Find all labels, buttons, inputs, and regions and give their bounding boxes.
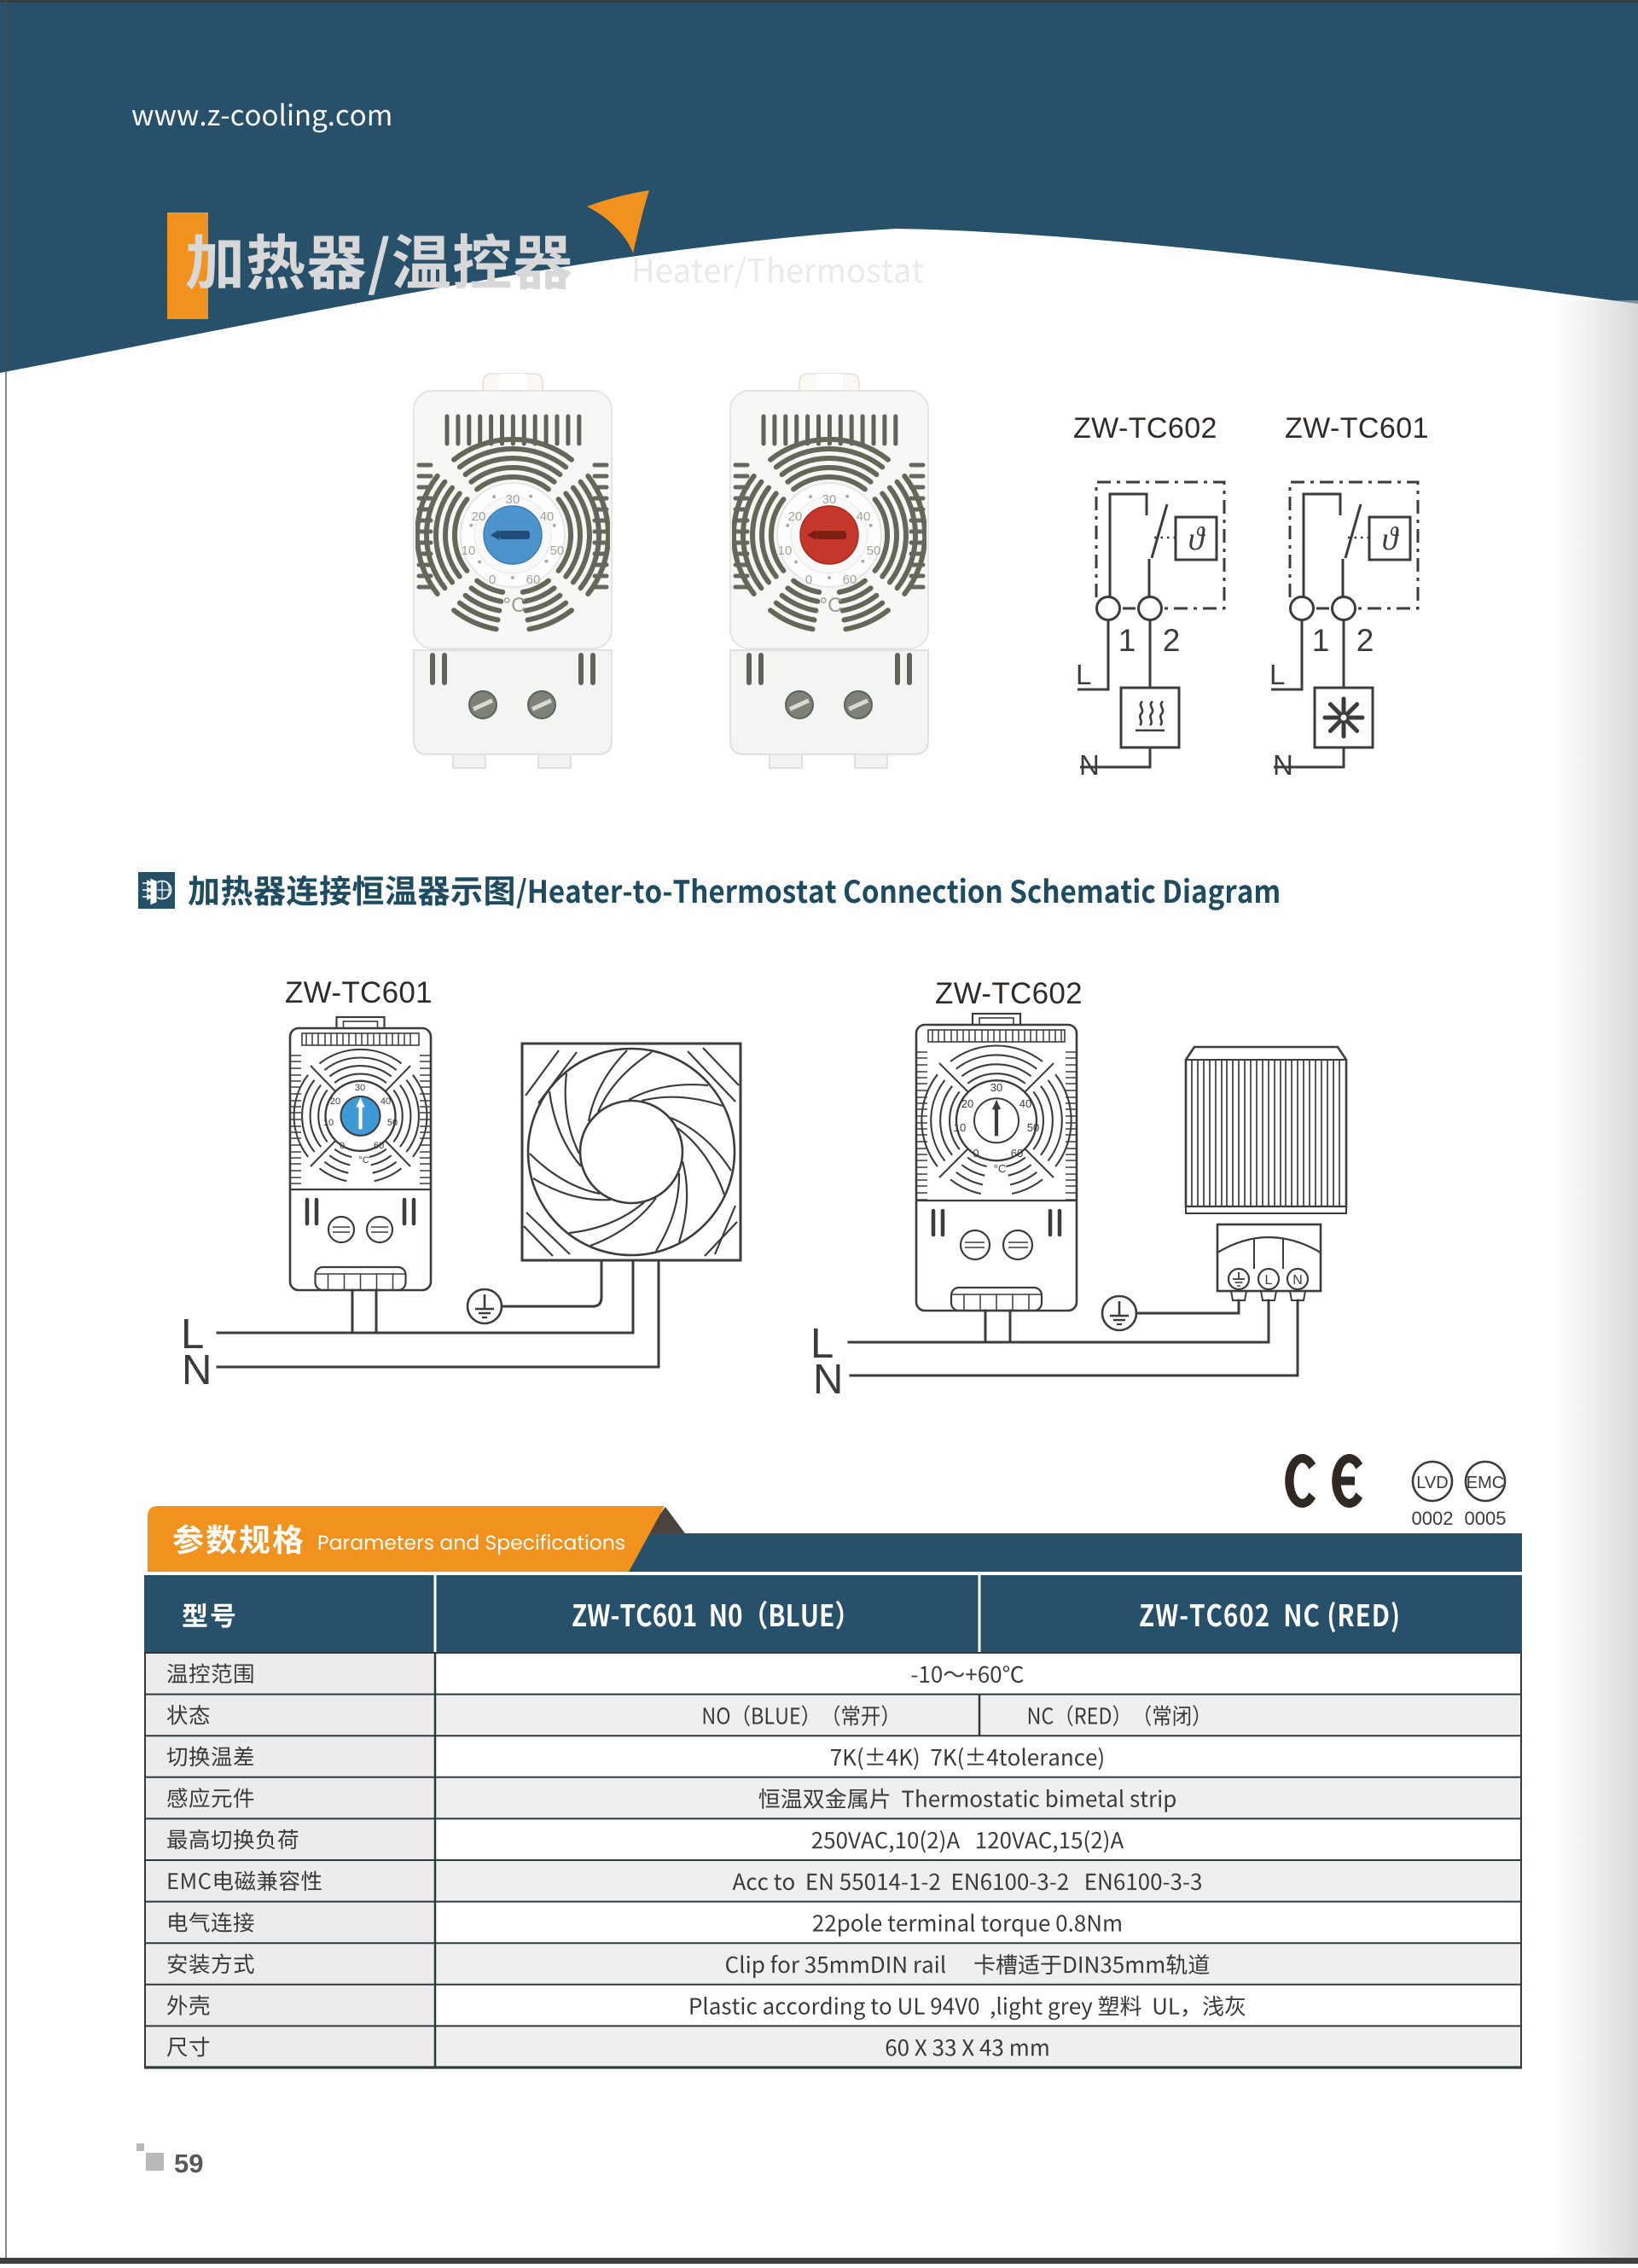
svg-text:59: 59	[174, 2149, 203, 2178]
svg-text:10: 10	[954, 1121, 966, 1134]
svg-text:°C: °C	[820, 594, 843, 617]
svg-text:0002: 0002	[1412, 1508, 1454, 1529]
svg-text:ZW-TC602: ZW-TC602	[935, 977, 1083, 1010]
svg-text:0005: 0005	[1465, 1508, 1507, 1529]
svg-text:2: 2	[1356, 623, 1374, 658]
svg-text:10: 10	[462, 544, 476, 558]
svg-text:N: N	[813, 1357, 843, 1403]
svg-text:ZW-TC601: ZW-TC601	[285, 976, 433, 1009]
svg-text:60: 60	[1011, 1147, 1023, 1160]
svg-text:LVD: LVD	[1416, 1474, 1448, 1492]
svg-text:0: 0	[973, 1147, 979, 1160]
svg-text:50: 50	[867, 544, 881, 558]
svg-text:ZW-TC602: ZW-TC602	[1073, 412, 1217, 445]
svg-text:°C: °C	[358, 1155, 369, 1166]
svg-text:N: N	[1079, 749, 1100, 781]
svg-text:L: L	[1269, 659, 1285, 690]
svg-text:°C: °C	[994, 1162, 1007, 1175]
svg-text:30: 30	[822, 492, 837, 507]
svg-text:60: 60	[374, 1141, 384, 1151]
svg-text:50: 50	[550, 544, 565, 558]
svg-text:20: 20	[330, 1096, 340, 1107]
svg-text:10: 10	[323, 1118, 334, 1128]
svg-text:ϑ: ϑ	[1382, 521, 1400, 557]
svg-text:2: 2	[1163, 623, 1181, 658]
svg-text:N: N	[1273, 749, 1293, 781]
svg-text:N: N	[182, 1347, 212, 1393]
svg-text:L: L	[810, 1321, 834, 1367]
svg-text:ϑ: ϑ	[1188, 521, 1206, 557]
svg-text:L: L	[1265, 1273, 1273, 1288]
svg-text:40: 40	[380, 1096, 391, 1107]
svg-text:30: 30	[990, 1081, 1002, 1094]
svg-text:10: 10	[778, 544, 793, 558]
svg-text:EMC: EMC	[1467, 1474, 1504, 1492]
svg-text:0: 0	[489, 573, 496, 587]
svg-text:1: 1	[1312, 623, 1330, 658]
svg-text:0: 0	[805, 573, 812, 587]
svg-text:60: 60	[526, 573, 541, 587]
svg-text:20: 20	[961, 1097, 973, 1110]
svg-text:1: 1	[1118, 623, 1136, 658]
svg-text:L: L	[181, 1311, 204, 1358]
svg-text:L: L	[1076, 659, 1091, 690]
svg-text:20: 20	[472, 509, 486, 524]
svg-text:°C: °C	[503, 594, 526, 617]
svg-text:30: 30	[355, 1083, 365, 1093]
svg-text:60: 60	[843, 573, 857, 587]
svg-text:50: 50	[387, 1118, 398, 1128]
svg-text:0: 0	[340, 1141, 345, 1151]
svg-text:20: 20	[788, 509, 803, 524]
svg-text:40: 40	[540, 509, 555, 524]
svg-text:N: N	[1292, 1273, 1303, 1288]
svg-text:40: 40	[857, 509, 871, 524]
svg-text:50: 50	[1027, 1121, 1039, 1134]
svg-text:30: 30	[506, 492, 520, 507]
svg-text:40: 40	[1019, 1097, 1031, 1110]
svg-text:ZW-TC601: ZW-TC601	[1285, 412, 1429, 445]
